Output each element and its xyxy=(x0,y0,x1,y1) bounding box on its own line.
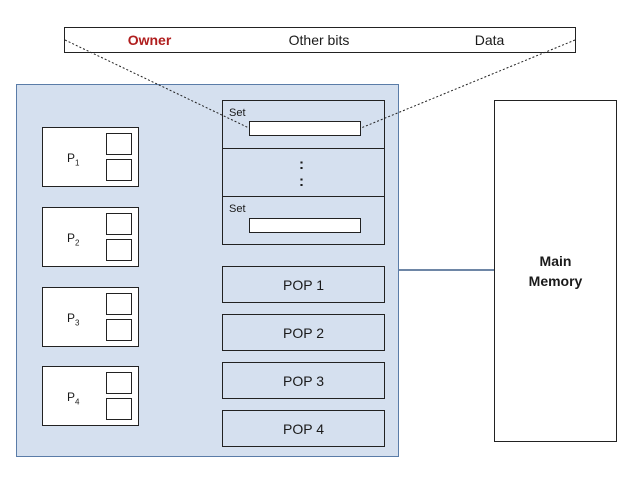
processor-label: P4 xyxy=(67,390,80,407)
owner-label: Owner xyxy=(127,32,172,48)
data-label: Data xyxy=(474,32,505,48)
processor-label: P2 xyxy=(67,231,80,248)
pop-2: POP 2 xyxy=(222,314,385,351)
cache-set-top: Set xyxy=(222,100,385,149)
field-owner: Owner xyxy=(64,27,235,53)
main-memory-label: Main Memory xyxy=(528,253,583,289)
cache-line xyxy=(249,121,361,136)
dotted-leader-right xyxy=(360,39,576,129)
processor-1: P1 xyxy=(42,127,139,187)
processor-label: P1 xyxy=(67,151,80,168)
processor-3: P3 xyxy=(42,287,139,347)
processor-label: P3 xyxy=(67,311,80,328)
processor-4: P4 xyxy=(42,366,139,426)
field-other-bits: Other bits xyxy=(234,27,405,53)
processor-register xyxy=(106,213,132,235)
processor-register xyxy=(106,159,132,181)
processor-register xyxy=(106,319,132,341)
other-bits-label: Other bits xyxy=(288,32,350,48)
processor-register xyxy=(106,372,132,394)
set-label: Set xyxy=(229,107,246,119)
set-label: Set xyxy=(229,203,246,215)
processor-register xyxy=(106,133,132,155)
ellipsis: : : xyxy=(299,156,304,190)
processor-register xyxy=(106,398,132,420)
processor-register xyxy=(106,239,132,261)
pop-1: POP 1 xyxy=(222,266,385,303)
pop-4: POP 4 xyxy=(222,410,385,447)
cache-set-bottom: Set xyxy=(222,196,385,245)
processor-2: P2 xyxy=(42,207,139,267)
main-memory: Main Memory xyxy=(494,100,617,442)
cache-ellipsis-section: : : xyxy=(222,148,385,197)
cache-line xyxy=(249,218,361,233)
field-data: Data xyxy=(404,27,576,53)
pop-3: POP 3 xyxy=(222,362,385,399)
processor-register xyxy=(106,293,132,315)
dotted-leader-left xyxy=(64,39,250,129)
